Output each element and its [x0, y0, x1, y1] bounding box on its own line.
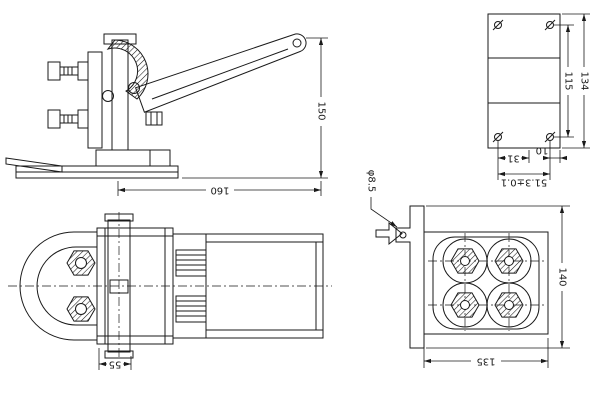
release-lever — [5, 157, 63, 173]
dim-label-width-135: 135 — [476, 356, 495, 367]
dim-label-hole-span-115: 115 — [563, 71, 574, 90]
body-block — [87, 33, 171, 167]
dim-label-offset-10: 10 — [536, 145, 549, 156]
leader-line — [370, 197, 398, 228]
hook-bolt-heads — [66, 250, 96, 322]
dim-label-height-134: 134 — [579, 71, 590, 90]
mount-bracket — [395, 205, 425, 349]
handle-hole — [292, 38, 302, 48]
dim-label-height-140: 140 — [557, 267, 568, 286]
end-view-dimensions: 135 140 φ8.5 — [366, 170, 570, 368]
direction-arrow-icon — [375, 221, 403, 246]
end-view — [375, 205, 549, 349]
plate-view-dimensions: 115 134 31 10 51.3±0.1 — [497, 13, 590, 188]
pivot-pin-hole — [102, 90, 114, 102]
dim-label-hole-diameter: φ8.5 — [366, 170, 377, 193]
dim-label-height-150: 150 — [316, 101, 327, 120]
dim-label-hole-span-31: 31 — [507, 153, 520, 164]
dim-label-width-tolerance: 51.3±0.1 — [501, 177, 548, 188]
center-nut — [109, 279, 129, 294]
cam-hook — [106, 39, 149, 100]
plate-view — [487, 13, 561, 149]
dim-label-length-160: 160 — [210, 185, 229, 196]
side-view — [5, 33, 307, 179]
mount-holes — [492, 19, 556, 143]
slide-plate-top — [172, 233, 324, 339]
plan-view — [8, 212, 332, 360]
plan-view-dimensions: 55 — [98, 348, 132, 370]
side-view-dimensions: 150 160 — [117, 37, 328, 196]
dim-label-body-width-55: 55 — [109, 359, 122, 370]
lever-bar-top — [107, 219, 131, 353]
cam-lever-arm — [106, 33, 307, 113]
clamp-bolts — [47, 61, 89, 129]
bolt-plate — [423, 231, 549, 335]
hex-bolt-heads — [450, 248, 524, 318]
base-plate — [5, 157, 179, 179]
